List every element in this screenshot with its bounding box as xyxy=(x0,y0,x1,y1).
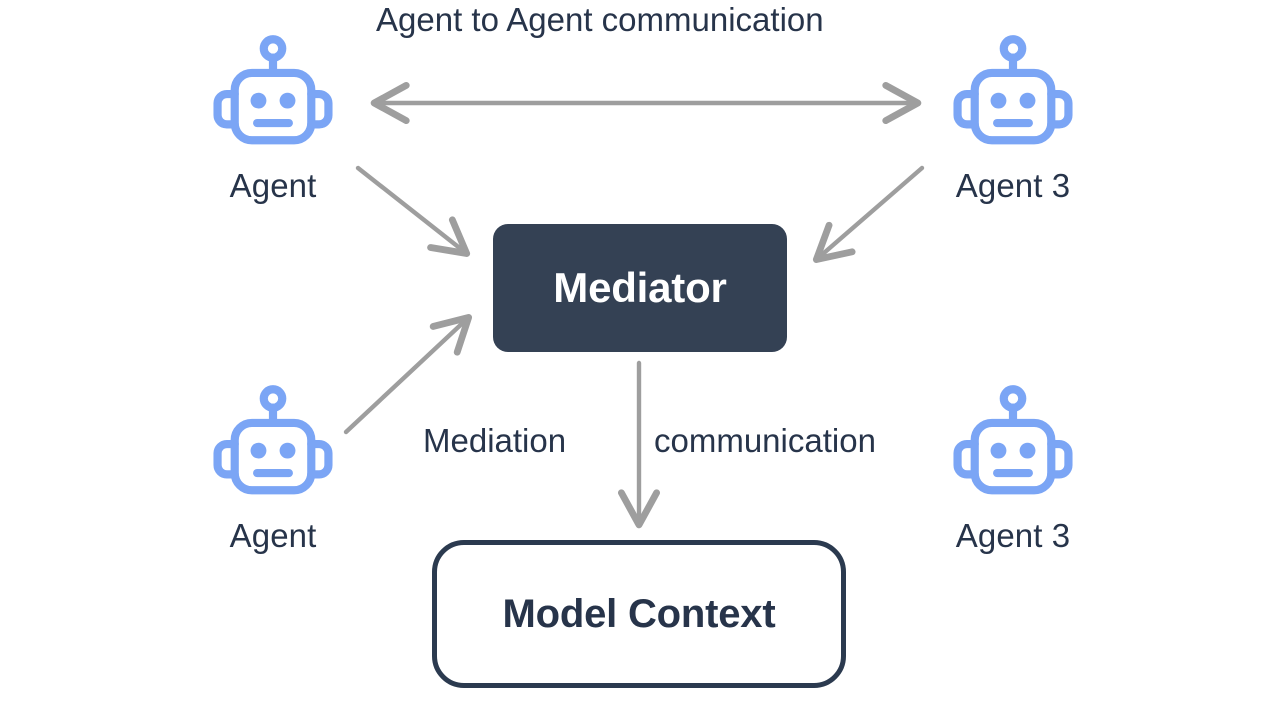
model-context-node[interactable]: Model Context xyxy=(432,540,846,688)
agent-label: Agent 3 xyxy=(955,167,1071,204)
agent-label: Agent 3 xyxy=(955,517,1071,554)
agent-node-top-left[interactable]: Agent xyxy=(178,32,368,204)
connector-top-left-to-mediator xyxy=(355,165,471,257)
robot-icon xyxy=(953,35,1073,145)
caption-agent-to-agent-communication: Agent to Agent communication xyxy=(376,1,824,38)
agent-node-bottom-right[interactable]: Agent 3 xyxy=(918,382,1108,554)
model-context-label: Model Context xyxy=(502,591,776,636)
agent-node-bottom-left[interactable]: Agent xyxy=(178,382,368,554)
caption-mediation: Mediation xyxy=(423,422,567,459)
robot-icon xyxy=(953,385,1073,495)
robot-icon xyxy=(213,35,333,145)
agent-label: Agent xyxy=(229,517,317,554)
agent-node-top-right[interactable]: Agent 3 xyxy=(918,32,1108,204)
agent-label: Agent xyxy=(229,167,317,204)
robot-icon xyxy=(213,385,333,495)
mediator-label: Mediator xyxy=(553,264,727,311)
caption-communication: communication xyxy=(654,422,876,459)
mediator-node[interactable]: Mediator xyxy=(493,224,787,352)
connector-top-right-to-mediator xyxy=(812,165,925,263)
